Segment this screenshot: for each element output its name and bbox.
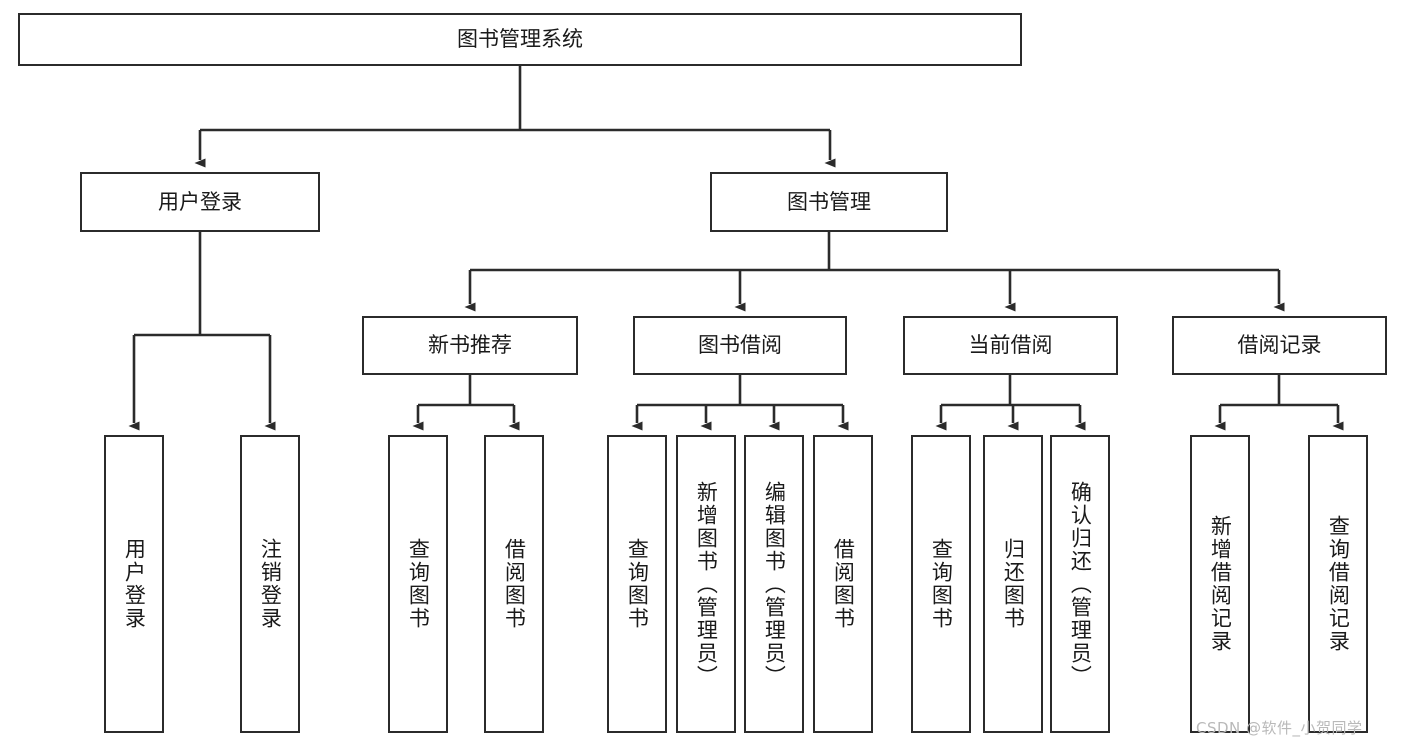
node-leaf-user-logout[interactable]: 注销登录 (240, 435, 300, 733)
node-leaf-borrow-book-1-label: 借阅图书 (502, 538, 527, 630)
node-leaf-user-login[interactable]: 用户登录 (104, 435, 164, 733)
node-new-book-rec-label: 新书推荐 (428, 333, 512, 358)
node-leaf-return-book-label: 归还图书 (1001, 538, 1026, 630)
node-user-login-label: 用户登录 (158, 189, 242, 214)
node-book-manage-label: 图书管理 (787, 189, 871, 214)
node-leaf-confirm-return-label: 确认归还（管理员） (1068, 480, 1093, 688)
node-leaf-query-book-3-label: 查询图书 (929, 538, 954, 630)
node-leaf-add-record-label: 新增借阅记录 (1208, 515, 1233, 653)
node-leaf-user-login-label: 用户登录 (122, 538, 147, 630)
node-leaf-query-book-2-label: 查询图书 (625, 538, 650, 630)
node-leaf-return-book[interactable]: 归还图书 (983, 435, 1043, 733)
node-leaf-add-book-label: 新增图书（管理员） (694, 480, 719, 688)
node-leaf-borrow-book-1[interactable]: 借阅图书 (484, 435, 544, 733)
node-leaf-query-book-1-label: 查询图书 (406, 538, 431, 630)
node-leaf-query-record[interactable]: 查询借阅记录 (1308, 435, 1368, 733)
node-borrow-record[interactable]: 借阅记录 (1172, 316, 1387, 375)
node-leaf-borrow-book-2[interactable]: 借阅图书 (813, 435, 873, 733)
node-leaf-add-book[interactable]: 新增图书（管理员） (676, 435, 736, 733)
node-leaf-query-book-2[interactable]: 查询图书 (607, 435, 667, 733)
node-root[interactable]: 图书管理系统 (18, 13, 1022, 66)
node-leaf-user-logout-label: 注销登录 (258, 538, 283, 630)
node-leaf-borrow-book-2-label: 借阅图书 (831, 538, 856, 630)
node-leaf-confirm-return[interactable]: 确认归还（管理员） (1050, 435, 1110, 733)
node-leaf-add-record[interactable]: 新增借阅记录 (1190, 435, 1250, 733)
node-book-manage[interactable]: 图书管理 (710, 172, 948, 232)
node-leaf-edit-book[interactable]: 编辑图书（管理员） (744, 435, 804, 733)
node-leaf-edit-book-label: 编辑图书（管理员） (762, 480, 787, 688)
csdn-watermark: CSDN @软件_小贺同学 (1196, 719, 1363, 737)
node-borrow-record-label: 借阅记录 (1237, 333, 1322, 358)
node-book-borrow-label: 图书借阅 (698, 333, 782, 358)
node-current-borrow-label: 当前借阅 (968, 333, 1053, 358)
node-root-label: 图书管理系统 (457, 27, 583, 52)
node-book-borrow[interactable]: 图书借阅 (633, 316, 847, 375)
node-leaf-query-record-label: 查询借阅记录 (1326, 515, 1351, 653)
node-current-borrow[interactable]: 当前借阅 (903, 316, 1118, 375)
node-leaf-query-book-3[interactable]: 查询图书 (911, 435, 971, 733)
node-user-login[interactable]: 用户登录 (80, 172, 320, 232)
node-leaf-query-book-1[interactable]: 查询图书 (388, 435, 448, 733)
node-new-book-rec[interactable]: 新书推荐 (362, 316, 578, 375)
